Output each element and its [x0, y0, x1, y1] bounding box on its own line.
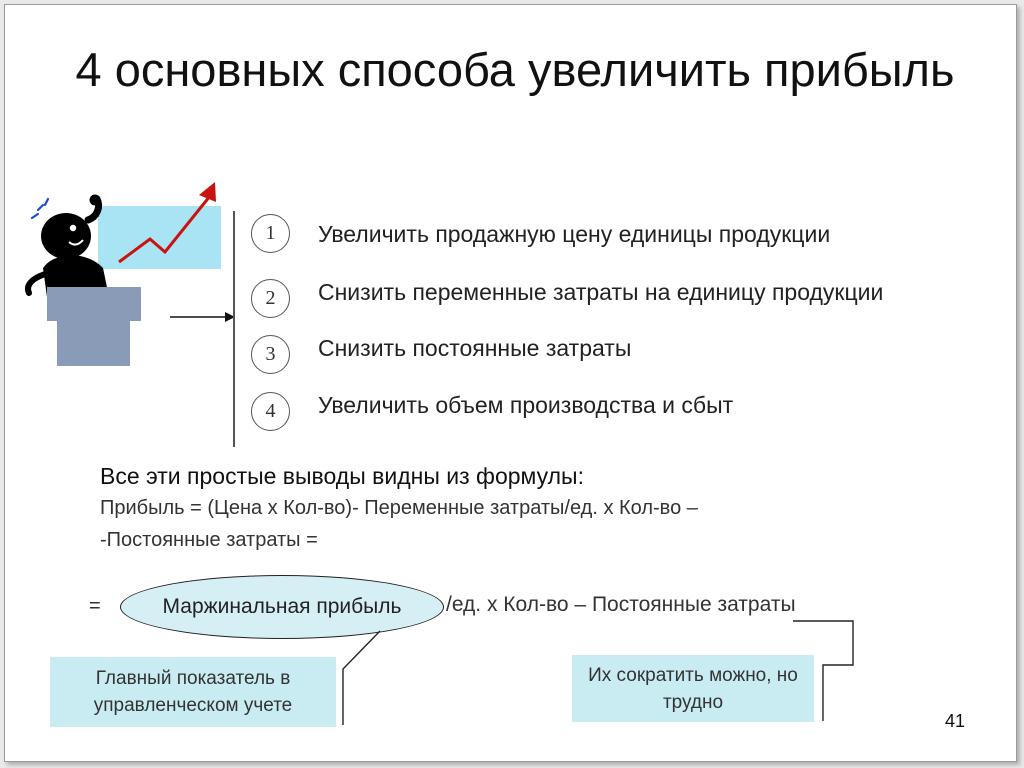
item-number-1: 1 [251, 214, 290, 253]
podium [47, 287, 141, 366]
equals-sign: = [89, 595, 101, 617]
item-text-3: Снизить постоянные затраты [318, 335, 632, 361]
note-hard-to-reduce: Их сократить можно, но трудно [572, 655, 814, 722]
item-number-3: 3 [251, 335, 290, 374]
item-text-4: Увеличить объем производства и сбыт [318, 392, 734, 418]
presenter-figure [25, 194, 109, 297]
item-number-2: 2 [251, 279, 290, 318]
slide-title: 4 основных способа увеличить прибыль [75, 43, 955, 96]
bracket-line [233, 211, 235, 447]
conclusion-text: Все эти простые выводы видны из формулы: [100, 463, 584, 489]
presenter-illustration [25, 182, 235, 366]
formula-line-1: Прибыль = (Цена х Кол-во)- Переменные за… [100, 497, 698, 519]
note-main-indicator: Главный показатель в управленческом учет… [50, 657, 336, 727]
pointer-arrow [170, 312, 235, 322]
margin-profit-ellipse: Маржинальная прибыль [120, 575, 444, 639]
item-text-2: Снизить переменные затраты на единицу пр… [318, 279, 884, 305]
connector-lines [342, 620, 854, 725]
page-number: 41 [945, 711, 966, 731]
note-main-indicator-text: Главный показатель в управленческом учет… [93, 668, 293, 716]
note-hard-to-reduce-text: Их сократить можно, но трудно [588, 664, 798, 713]
item-text-1: Увеличить продажную цену единицы продукц… [318, 221, 831, 247]
formula-rest: /ед. х Кол-во – Постоянные затраты [446, 593, 796, 616]
formula-line-2: -Постоянные затраты = [100, 529, 318, 551]
item-number-4: 4 [251, 392, 290, 431]
slide: 4 основных способа увеличить прибыль [4, 4, 1017, 762]
margin-profit-label: Маржинальная прибыль [162, 595, 402, 618]
growth-chart-panel [98, 182, 221, 269]
